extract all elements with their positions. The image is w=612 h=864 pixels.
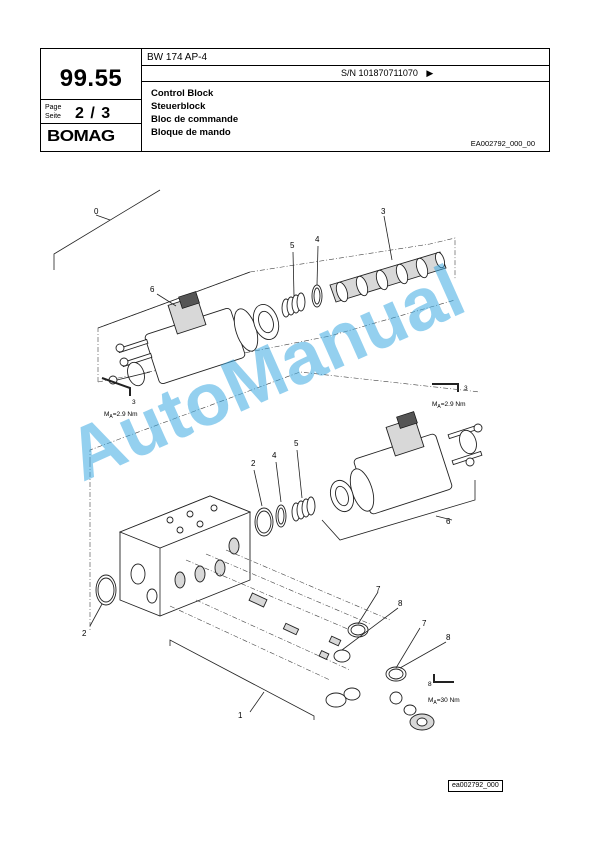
hex-key-icon [433,674,454,683]
wrench-size: 3 [464,385,468,392]
callout-7: 7 [376,585,381,594]
serial-text: S/N 101870711070 [341,68,418,78]
wrench-size: 3 [132,399,136,406]
exploded-view-drawing: 0 5 4 3 6 2 4 5 6 2 7 8 7 8 1 3 MA=2.9 N… [53,189,483,731]
callout-5: 5 [294,439,299,448]
figure-reference: ea002792_000 [448,780,503,792]
torque-value: =2.9 Nm [113,411,138,418]
leader-lines-lower [89,449,453,669]
callout-1: 1 [238,711,243,720]
control-block-housing [95,495,252,617]
torque-sub: A [109,414,113,420]
callout-0: 0 [94,207,99,216]
callout-4: 4 [315,235,320,244]
model-name: BW 174 AP-4 [147,52,208,63]
torque-value: =2.9 Nm [441,401,466,408]
callout-7: 7 [422,619,427,628]
assembly-bracket [53,189,161,270]
arrow-right-icon: ▶ [426,68,434,78]
torque-prefix: M [432,401,437,408]
callout-6: 6 [150,285,155,294]
spool-valve [329,251,447,303]
document-reference: EA002792_000_00 [470,139,535,148]
upper-assembly-frame [97,237,456,383]
callout-3: 3 [381,207,386,216]
bomag-logo: BOMAG [47,128,115,145]
torque-label: MA=2.9 Nm [432,401,466,410]
header-divider [41,99,141,100]
seal-ring-upper [311,284,323,308]
titles: Control Block Steuerblock Bloc de comman… [151,87,238,139]
section-number: 99.55 [59,65,123,92]
callout-2: 2 [82,629,87,638]
solenoid-valve-lower [329,411,483,515]
header-divider [41,123,141,124]
wrench-size: 8 [428,681,432,688]
o-rings [325,622,435,731]
page-label: Page [45,104,62,111]
torque-label: MA=30 Nm [428,697,460,706]
serial-number: S/N 101870711070 ▶ [341,68,433,79]
torque-sub: A [437,404,441,410]
callout-4: 4 [272,451,277,460]
seal-ring-lower [254,504,287,537]
title-de: Steuerblock [151,101,206,112]
header-divider-vertical [141,49,142,151]
title-en: Control Block [151,88,214,99]
page-label-de: Seite [45,113,61,120]
torque-prefix: M [104,411,109,418]
torque-value: =30 Nm [437,697,460,704]
callout-6: 6 [446,517,451,526]
torque-label: MA=2.9 Nm [104,411,138,420]
callout-8: 8 [446,633,451,642]
solenoid-valve-upper [108,291,280,387]
callout-2: 2 [251,459,256,468]
torque-spec-upper-left: 3 MA=2.9 Nm [104,399,138,420]
torque-spec-lower: 8 MA=30 Nm [428,681,460,706]
torque-sub: A [433,700,437,706]
assembly-bracket [169,639,315,720]
header-divider [141,65,549,66]
valve-inserts [169,549,391,681]
torque-prefix: M [428,697,433,704]
spring-lower [291,496,316,522]
callout-8: 8 [398,599,403,608]
title-es: Bloque de mando [151,127,231,138]
header-divider [141,81,549,82]
spring-upper [281,292,306,318]
header-block: 99.55 Page Seite 2 / 3 BOMAG BW 174 AP-4… [40,48,550,152]
callout-5: 5 [290,241,295,250]
page-number: 2 / 3 [75,105,111,122]
title-fr: Bloc de commande [151,114,239,125]
lower-assembly-frame [89,371,481,630]
torque-spec-upper-right: 3 MA=2.9 Nm [432,385,468,410]
leader-lines-upper [156,215,393,307]
hex-key-icon [101,377,131,396]
